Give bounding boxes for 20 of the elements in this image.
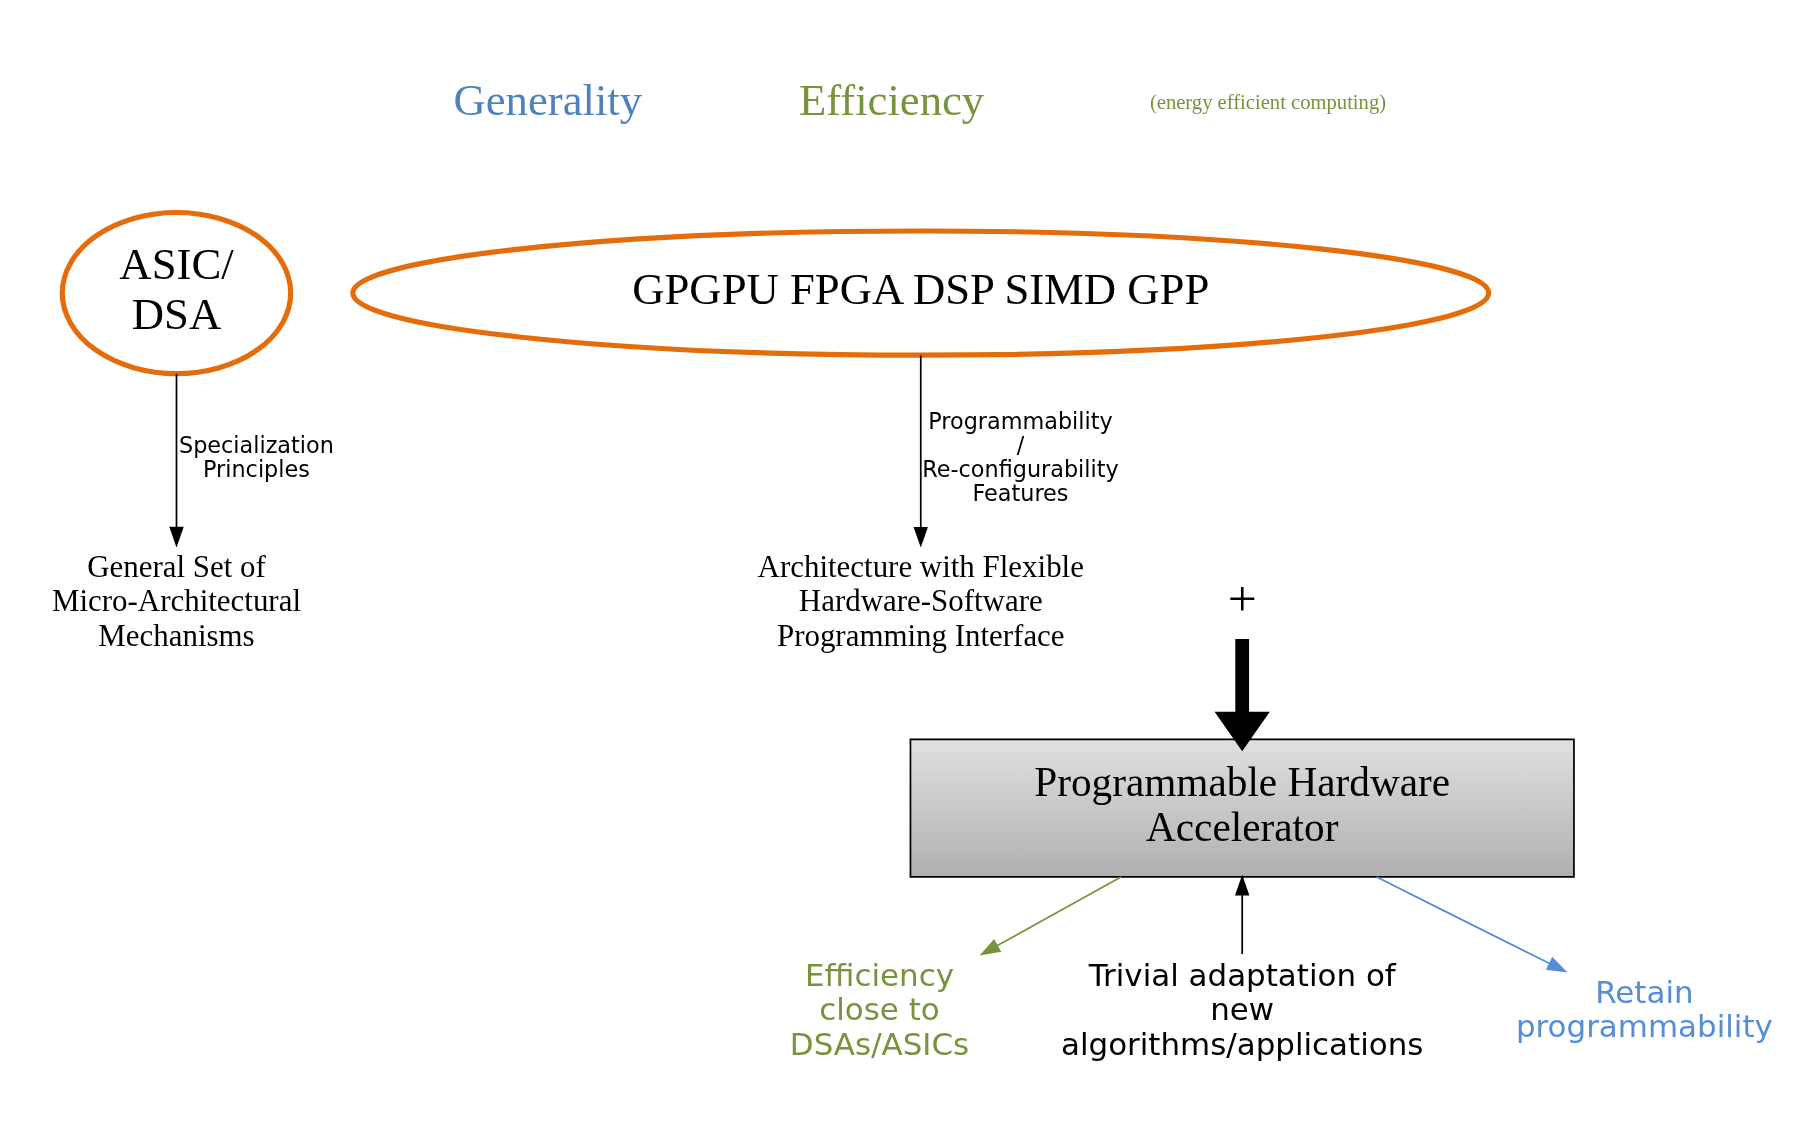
arrow	[1375, 876, 1568, 973]
node-text: +	[1227, 570, 1257, 628]
label: Generality	[453, 74, 643, 125]
node-ellipse: ASIC/ DSA	[59, 209, 294, 377]
node-text: Efficiency close to DSAs/ASICs	[789, 956, 970, 1062]
node-text: General Set of Micro-Architectural Mechanisms	[52, 548, 301, 653]
node-box: Programmable Hardware Accelerator	[909, 738, 1575, 878]
arrow	[913, 354, 928, 548]
edge-label: Programmability / Re-configurability Features	[922, 407, 1119, 507]
arrow	[1214, 638, 1270, 752]
arrow	[1234, 874, 1250, 955]
node-ellipse: GPGPU FPGA DSP SIMD GPP	[350, 228, 1492, 358]
node-text: Retain programmability	[1515, 974, 1773, 1045]
arrow	[169, 373, 184, 548]
arrow	[979, 876, 1122, 956]
node-text: Trivial adaptation of new algorithms/applications	[1060, 956, 1424, 1062]
label: (energy efficient computing)	[1149, 91, 1387, 113]
node-text: Architecture with Flexible Hardware-Software Programming Interface	[757, 548, 1084, 653]
edge-label: Specialization Principles	[179, 432, 334, 483]
label: Efficiency	[798, 74, 985, 125]
